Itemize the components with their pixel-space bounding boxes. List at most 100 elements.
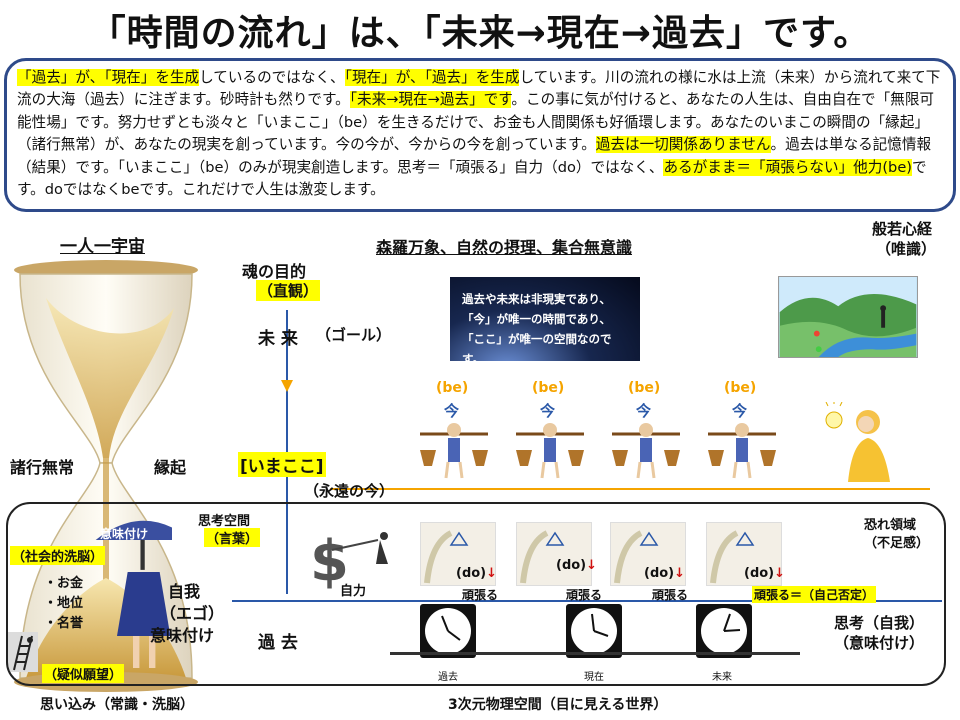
- clock-icon: [566, 604, 622, 658]
- do-mark-4: (do)↓: [744, 566, 785, 581]
- imizuke-hat-label: 意味付け: [100, 527, 149, 541]
- scale-image-3: [610, 522, 686, 586]
- ganbaru-neg-label: 頑張る＝（自己否定）: [752, 586, 877, 603]
- osore-label: 恐れ領域: [864, 518, 917, 533]
- do-mark-1: (do)↓: [456, 566, 497, 581]
- fusokukan-label: （不足感）: [864, 536, 930, 551]
- clock-icon: [420, 604, 476, 658]
- cosmos-text-1: 過去や未来は非現実であり、: [462, 292, 611, 306]
- shikou-jiga-label: 思考（自我）: [834, 614, 925, 632]
- svg-text:$: $: [310, 529, 349, 594]
- do-text-3: (do): [644, 566, 675, 581]
- shakaiteki-label: （社会的洗脳）: [10, 546, 106, 565]
- lightbulb-icon: [825, 402, 890, 482]
- imizuke-label: 意味付け: [150, 626, 215, 645]
- down-arrow-2: ↓: [586, 558, 598, 573]
- kotoba-label: （言葉）: [204, 528, 261, 547]
- info-text-4: しています。川の流れの様に水は上流（未来）から流れて来て下流の大海（過去）に注ぎ…: [17, 69, 941, 109]
- info-text-2: しているのではなく、: [199, 69, 345, 86]
- yuishiki-label: （唯識）: [876, 240, 937, 258]
- be-mark-1: (be): [436, 380, 469, 396]
- clock-hands: [591, 613, 609, 637]
- ima-mark-4: 今: [732, 402, 748, 420]
- giji-label: （疑似願望）: [42, 664, 125, 683]
- info-highlight-7: 過去は一切関係ありません: [595, 136, 771, 154]
- down-arrow-1: ↓: [486, 566, 498, 581]
- porter-icon: [708, 423, 776, 479]
- ganbaru-1: 頑張る: [462, 588, 499, 602]
- scale-icon: [424, 530, 469, 584]
- ima-mark-3: 今: [636, 402, 652, 420]
- ego-label: （エゴ）: [160, 604, 225, 623]
- shikou-kukan-label: 思考空間: [198, 514, 251, 529]
- engi-label: 縁起: [154, 458, 187, 477]
- money-sign-icon: $: [310, 529, 388, 594]
- hannya-label: 般若心経: [872, 220, 933, 238]
- porter-icon: [612, 423, 680, 479]
- cosmos-text-3: 「ここ」が唯一の空間なのです。: [462, 332, 612, 366]
- eien-label: （永遠の今）: [304, 482, 395, 500]
- down-arrow-4: ↓: [774, 566, 786, 581]
- eternal-now-line: [330, 488, 930, 490]
- clock-hands: [723, 613, 741, 632]
- clock-hands: [441, 615, 461, 641]
- jiga-label: 自我: [168, 582, 201, 601]
- info-text-8: 。過去は単なる記憶情報（結果）です。「いまここ」（be）のみが現実創造します。思…: [17, 136, 932, 176]
- imakoko-label: [いまここ]: [238, 452, 326, 477]
- page-title: 「時間の流れ」は、「未来→現在→過去」です。: [89, 13, 871, 54]
- shogyo-label: 諸行無常: [10, 458, 75, 477]
- info-highlight-9: あるがまま＝「頑張らない」他力(be): [663, 158, 912, 176]
- physical-space-frame: [6, 502, 946, 686]
- shikou-imizuke-label: （意味付け）: [834, 634, 925, 652]
- figure-icon: [95, 520, 172, 668]
- sanjigen-label: 3次元物理空間（目に見える世界）: [448, 697, 668, 713]
- ichinin-label: 一人一宇宙: [60, 237, 145, 257]
- chokkan-label: （直観）: [256, 280, 321, 301]
- scale-icon: [520, 530, 565, 584]
- ganbaru-2: 頑張る: [566, 588, 603, 602]
- past-line: [232, 600, 942, 602]
- clock-icon: [696, 604, 752, 658]
- scale-icon: [614, 530, 659, 584]
- scale-image-1: [420, 522, 496, 586]
- clock-caption-past: 過去: [438, 672, 458, 683]
- mirai-label: 未 来: [258, 329, 298, 349]
- be-mark-2: (be): [532, 380, 565, 396]
- kako-label: 過 去: [258, 633, 298, 653]
- scale-image-4: [706, 522, 782, 586]
- cosmos-text-2: 「今」が唯一の時間であり、: [462, 312, 611, 326]
- down-arrow-3: ↓: [674, 566, 686, 581]
- time-axis-arrow: [281, 380, 293, 392]
- cosmos-image: 過去や未来は非現実であり、 「今」が唯一の時間であり、 「ここ」が唯一の空間なの…: [450, 277, 640, 366]
- tamashii-label: 魂の目的: [242, 262, 307, 281]
- clock-caption-future: 未来: [712, 672, 732, 683]
- scale-icon: [710, 530, 755, 584]
- clock-caption-present: 現在: [584, 672, 604, 683]
- shinra-label: 森羅万象、自然の摂理、集合無意識: [376, 238, 633, 257]
- chii-label: ・地位: [44, 596, 84, 611]
- info-highlight-1: 「過去」が、「現在」を生成: [17, 69, 200, 86]
- ganbaru-3: 頑張る: [652, 588, 689, 602]
- info-text-6: 。この事に気が付けると、あなたの人生は、自由自在で「無限可能性場」です。努力せず…: [17, 91, 935, 154]
- porter-icon: [420, 423, 488, 479]
- meiyo-label: ・名誉: [44, 616, 84, 631]
- be-mark-4: (be): [724, 380, 757, 396]
- do-text-1: (do): [456, 566, 487, 581]
- scale-image-2: [516, 522, 592, 586]
- info-highlight-5: 「未来→現在→過去」です: [349, 91, 512, 109]
- info-text-10: です。doではなくbeです。これだけで人生は激変します。: [17, 158, 927, 199]
- be-mark-3: (be): [628, 380, 661, 396]
- info-highlight-3: 「現在」が、「過去」を生成: [344, 69, 520, 86]
- okane-label: ・お金: [44, 576, 84, 591]
- ima-mark-1: 今: [444, 402, 460, 420]
- do-mark-2: (do)↓: [556, 558, 597, 573]
- landscape-image: [778, 276, 918, 358]
- do-text-4: (do): [744, 566, 775, 581]
- do-text-2: (do): [556, 558, 587, 573]
- goal-label: （ゴール）: [316, 326, 392, 344]
- porter-icon: [516, 423, 584, 479]
- do-mark-3: (do)↓: [644, 566, 685, 581]
- info-box: 「過去」が、「現在」を生成しているのではなく、「現在」が、「過去」を生成していま…: [4, 58, 956, 212]
- omoikomi-label: 思い込み（常識・洗脳）: [40, 697, 194, 713]
- jiriki-label: 自力: [340, 584, 367, 599]
